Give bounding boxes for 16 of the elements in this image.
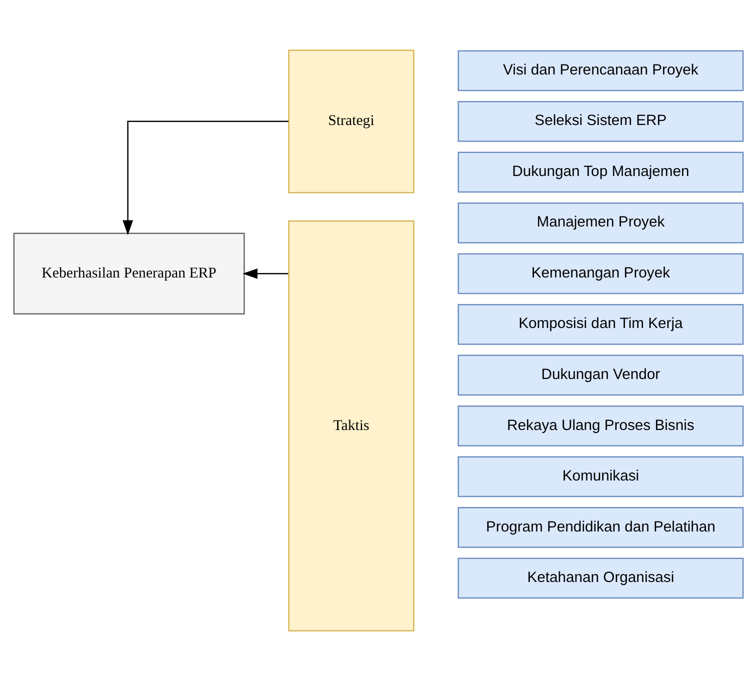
arrow [122,120,288,235]
node-box: Dukungan Top Manajemen [457,151,744,192]
node-box: Visi dan Perencanaan Proyek [457,50,744,91]
arrow [242,268,288,278]
node-box: Kemenangan Proyek [457,252,744,294]
node-box: Komunikasi [457,456,744,497]
node-box: Ketahanan Organisasi [457,557,744,598]
node-box: Seleksi Sistem ERP [457,100,744,142]
node-box: Dukungan Vendor [457,354,744,396]
node-box: Keberhasilan Penerapan ERP [12,232,244,314]
node-box: Program Pendidikan dan Pelatihan [457,506,744,548]
node-box: Manajemen Proyek [457,202,744,243]
node-box: Taktis [288,220,414,631]
node-box: Rekaya Ulang Proses Bisnis [457,404,744,446]
node-box: Strategi [288,49,414,193]
node-box: Komposisi dan Tim Kerja [457,303,744,344]
